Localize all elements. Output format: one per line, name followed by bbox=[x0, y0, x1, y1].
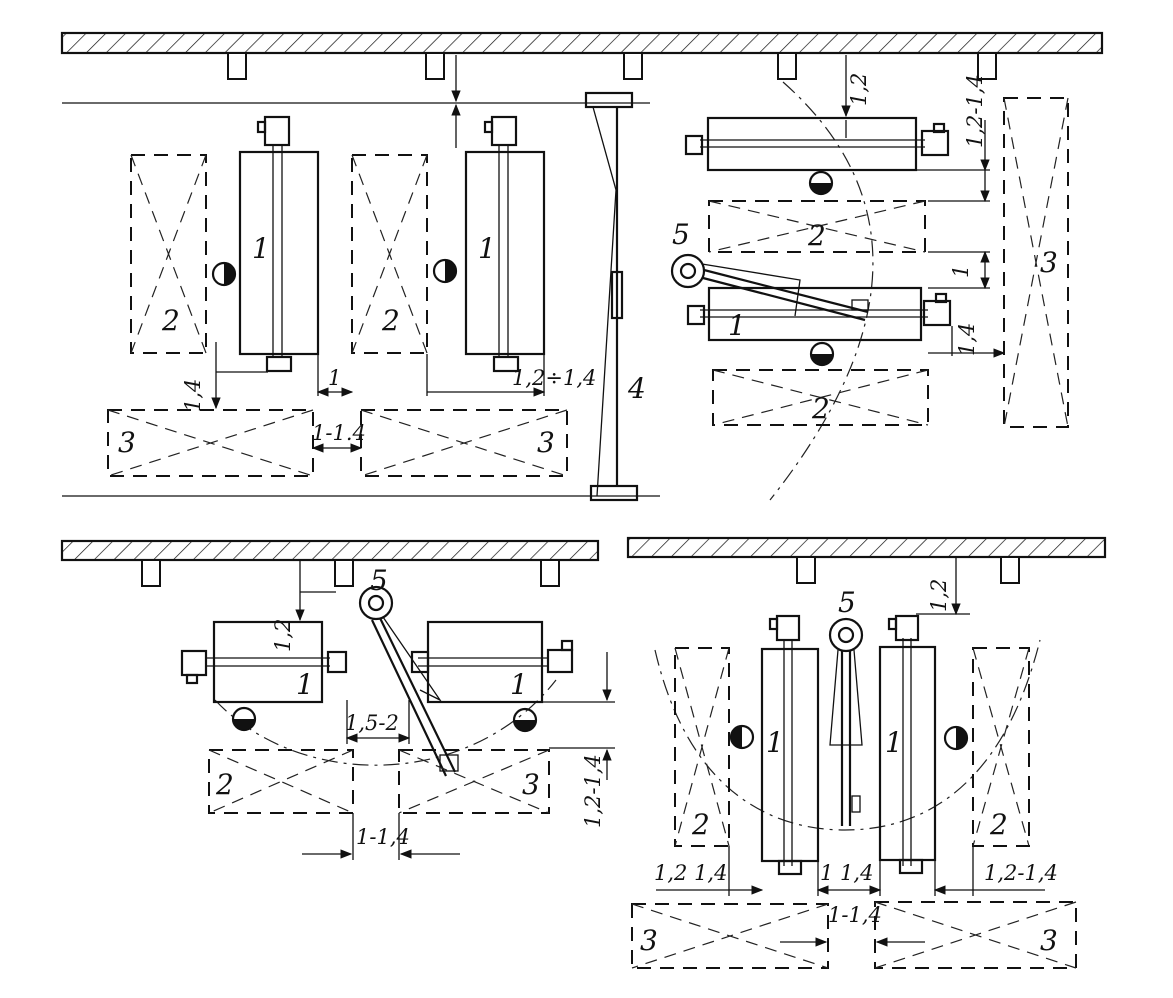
operator-position-icon bbox=[943, 725, 969, 751]
stand-outline bbox=[708, 200, 926, 253]
table-label: 3 bbox=[522, 768, 540, 801]
stand-label: 2 bbox=[161, 304, 180, 337]
stand-outline bbox=[208, 749, 354, 814]
top-right-layout: 5 2 1 2 3 1,2 1,2-1,4 1 1,4 bbox=[670, 55, 1069, 501]
table-outline bbox=[107, 409, 314, 477]
dimension-label: 1,2-1,4 bbox=[963, 74, 987, 148]
table-label: 3 bbox=[537, 426, 555, 459]
bottom-right-wall bbox=[626, 536, 1107, 584]
top-left-layout: 2 2 1 1 3 3 4 1,4 1 1,2÷1,4 1-1.4 bbox=[62, 55, 660, 502]
crane-label: 5 bbox=[838, 586, 856, 619]
table-outline bbox=[398, 749, 550, 814]
stand-label: 2 bbox=[807, 219, 826, 252]
dimension-label: 1-1,4 bbox=[828, 903, 882, 927]
dimension-label: 1,2-1,4 bbox=[581, 754, 605, 828]
table-outline bbox=[360, 409, 568, 477]
dimension-label: 1,2 bbox=[847, 73, 871, 106]
lathe-machine bbox=[410, 620, 574, 704]
table-label: 3 bbox=[1040, 924, 1058, 957]
crane-label: 5 bbox=[672, 218, 690, 251]
stand-outline bbox=[972, 647, 1030, 847]
lathe-machine bbox=[760, 614, 820, 876]
stand-label: 2 bbox=[215, 768, 234, 801]
screen-label: 4 bbox=[627, 372, 646, 405]
bottom-left-layout: 5 1 1 2 3 1,2 1,5-2 1,2-1,4 1-1,4 bbox=[180, 560, 615, 860]
stand-outline bbox=[712, 369, 929, 426]
stand-outline bbox=[351, 154, 428, 354]
crane-jib bbox=[828, 617, 864, 826]
lathe-machine bbox=[684, 116, 950, 172]
lathe-machine bbox=[180, 620, 348, 704]
lathe-machine bbox=[238, 115, 320, 373]
dimension-label: 1,5-2 bbox=[345, 711, 399, 735]
dimension-label: 1-1.4 bbox=[312, 421, 366, 445]
dimension-label: 1-1,4 bbox=[356, 825, 410, 849]
stand-outline bbox=[674, 647, 730, 847]
lathe-label: 1 bbox=[296, 668, 314, 701]
dimension-label: 1 bbox=[949, 265, 973, 278]
lathe-label: 1 bbox=[252, 232, 270, 265]
table-label: 3 bbox=[640, 924, 658, 957]
operator-position-icon bbox=[809, 341, 835, 367]
operator-position-icon bbox=[808, 170, 834, 196]
table-outline bbox=[1003, 97, 1069, 428]
lathe-machine bbox=[464, 115, 546, 373]
crane-label: 5 bbox=[370, 564, 388, 597]
lathe-label: 1 bbox=[885, 726, 903, 759]
dimension-label: 1,2 1,4 bbox=[654, 861, 727, 885]
lathe-label: 1 bbox=[478, 232, 496, 265]
operator-position-icon bbox=[729, 724, 755, 750]
dimension-label: 1,2-1,4 bbox=[984, 861, 1058, 885]
operator-position-icon bbox=[512, 707, 538, 733]
stand-label: 2 bbox=[381, 304, 400, 337]
stand-outline bbox=[130, 154, 207, 354]
dimension-label: 1,2 bbox=[271, 619, 295, 652]
dimension-label: 1 bbox=[328, 366, 341, 390]
lathe-label: 1 bbox=[728, 309, 746, 342]
dimension-label: 1,4 bbox=[955, 323, 979, 356]
operator-position-icon bbox=[211, 261, 237, 287]
lathe-machine bbox=[686, 286, 952, 342]
table-label: 3 bbox=[118, 426, 136, 459]
lathe-label: 1 bbox=[510, 668, 528, 701]
dimension-label: 1,4 bbox=[181, 379, 205, 412]
table-outline bbox=[874, 901, 1077, 969]
bottom-left-wall bbox=[60, 539, 600, 587]
operator-position-icon bbox=[231, 706, 257, 732]
stand-label: 2 bbox=[989, 808, 1008, 841]
dimension-label: 1 1,4 bbox=[820, 861, 873, 885]
dimension-label: 1,2÷1,4 bbox=[512, 366, 596, 390]
stand-label: 2 bbox=[811, 392, 830, 425]
lathe-label: 1 bbox=[766, 726, 784, 759]
bottom-right-layout: 5 1 1 2 2 3 3 1,2 1,2 1,4 1 1,4 1,2-1,4 … bbox=[631, 557, 1077, 969]
crane-jib bbox=[358, 585, 459, 777]
table-label: 3 bbox=[1040, 246, 1058, 279]
lathe-machine bbox=[878, 614, 937, 875]
operator-position-icon bbox=[432, 258, 458, 284]
stand-label: 2 bbox=[691, 808, 710, 841]
table-outline bbox=[631, 903, 829, 969]
top-wall bbox=[60, 31, 1104, 55]
top-wall-columns bbox=[227, 52, 997, 80]
crane-jib bbox=[670, 253, 869, 322]
protective-screen bbox=[584, 91, 639, 502]
dimension-label: 1,2 bbox=[927, 579, 951, 612]
